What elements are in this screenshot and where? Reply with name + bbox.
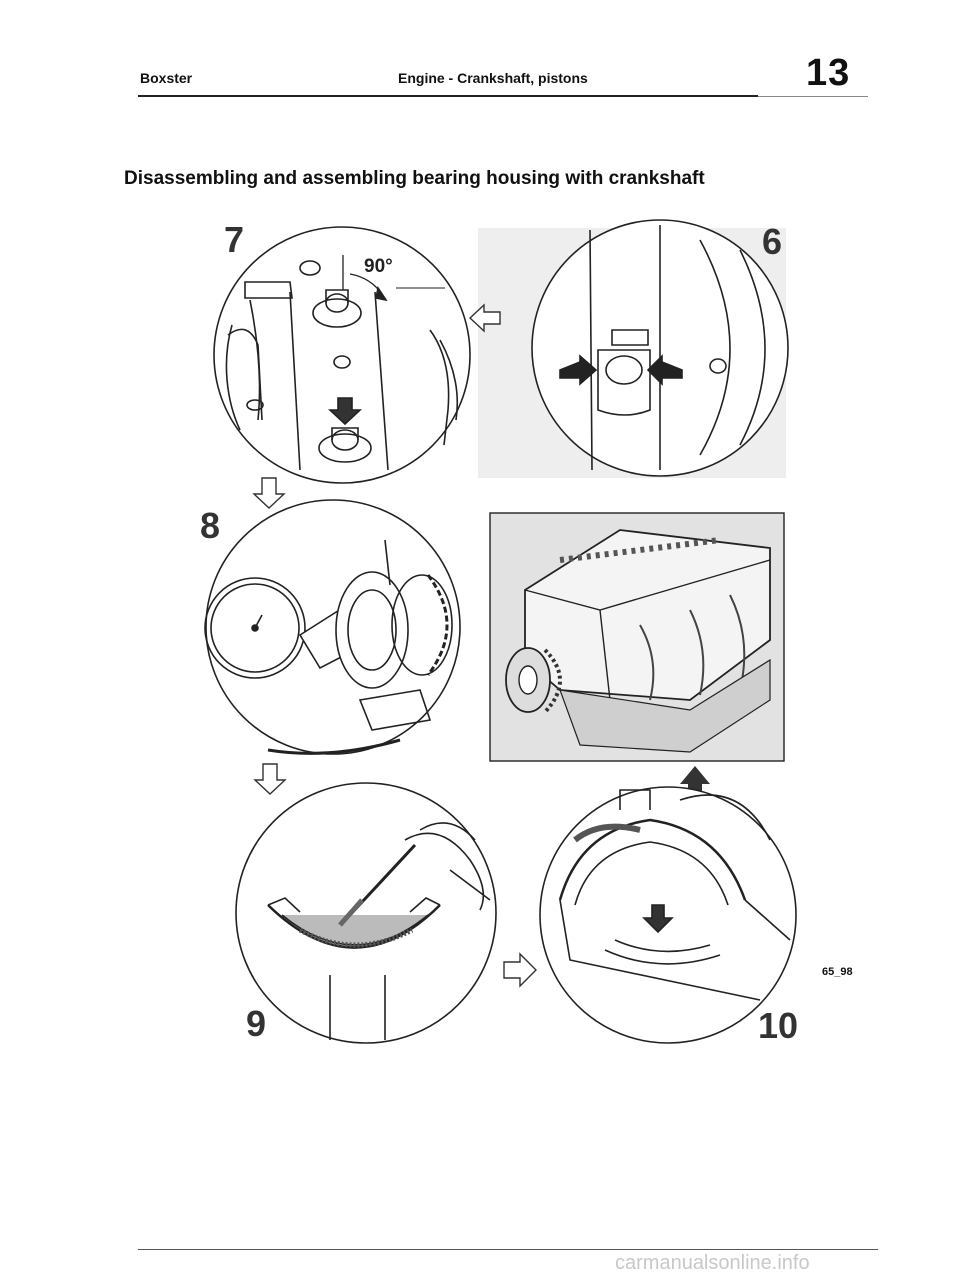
detail-circle-6 — [478, 219, 789, 478]
step-number-8: 8 — [200, 505, 220, 546]
step-number-6: 6 — [762, 221, 782, 262]
header-rule — [138, 95, 758, 97]
step-number-10: 10 — [758, 1005, 798, 1046]
detail-circle-8 — [204, 499, 461, 755]
footer-rule — [138, 1249, 878, 1250]
arrow-left-icon — [468, 303, 501, 333]
header-chapter: Engine - Crankshaft, pistons — [398, 70, 588, 86]
arrow-down-icon-2 — [253, 763, 287, 795]
rotation-angle-label: 90° — [364, 256, 393, 277]
header-model: Boxster — [140, 70, 193, 86]
arrow-right-icon — [503, 952, 537, 988]
detail-circle-9 — [235, 782, 497, 1044]
step-number-7: 7 — [224, 219, 244, 260]
arrow-down-icon — [252, 477, 286, 509]
crankcase-photo — [489, 512, 785, 762]
detail-circle-10 — [539, 786, 797, 1044]
watermark-text: carmanualsonline.info — [615, 1252, 810, 1274]
arrow-up-icon — [680, 766, 710, 800]
header-rule-extension — [758, 96, 868, 97]
detail-circle-7 — [213, 226, 471, 484]
header-section-number: 13 — [806, 52, 851, 94]
page-title: Disassembling and assembling bearing hou… — [124, 168, 705, 189]
step-number-9: 9 — [246, 1003, 266, 1044]
figure-code: 65_98 — [822, 966, 853, 978]
